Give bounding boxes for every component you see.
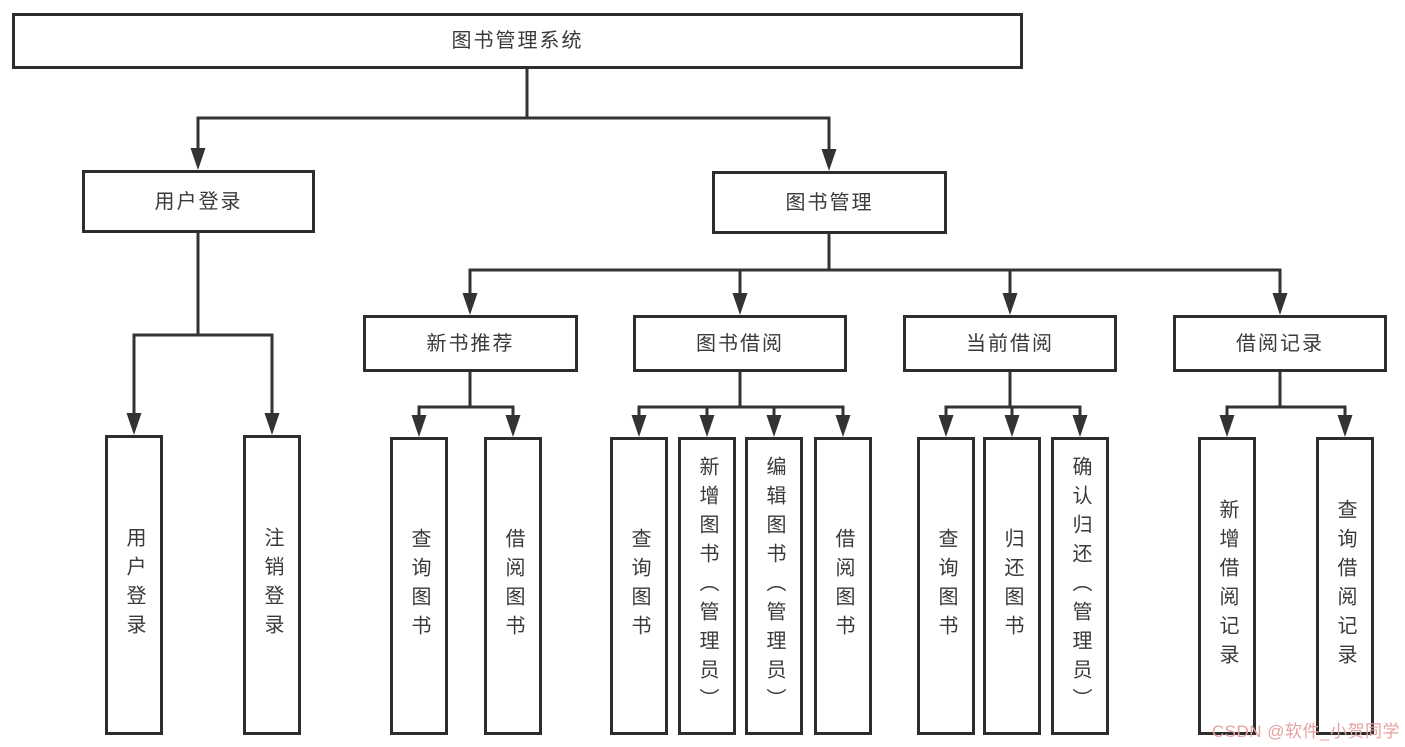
leaf-query-books-1: 查询图书 (390, 437, 448, 735)
leaf-label: 查询图书 (408, 528, 430, 644)
node-label: 当前借阅 (966, 332, 1054, 355)
node-label: 图书借阅 (696, 332, 784, 355)
node-label: 借阅记录 (1236, 332, 1324, 355)
node-label: 图书管理 (785, 191, 874, 214)
leaf-add-borrow-record: 新增借阅记录 (1198, 437, 1256, 735)
leaf-label: 借阅图书 (832, 528, 854, 644)
connector-root-to-level1 (190, 67, 837, 171)
leaf-borrow-books-1: 借阅图书 (484, 437, 542, 735)
node-current-borrow: 当前借阅 (903, 315, 1117, 372)
leaf-edit-book-admin: 编辑图书（管理员） (745, 437, 803, 735)
node-book-management: 图书管理 (712, 171, 947, 234)
node-label: 用户登录 (154, 190, 243, 213)
leaf-add-book-admin: 新增图书（管理员） (678, 437, 736, 735)
leaf-label: 新增图书（管理员） (696, 455, 718, 717)
leaf-label: 借阅图书 (502, 528, 524, 644)
leaf-confirm-return-admin: 确认归还（管理员） (1051, 437, 1109, 735)
connector-current-borrow-children (938, 370, 1088, 437)
leaf-query-borrow-record: 查询借阅记录 (1316, 437, 1374, 735)
leaf-label: 查询图书 (628, 528, 650, 644)
connector-book-management-children (462, 232, 1288, 315)
connector-user-login-children (126, 231, 280, 435)
node-library-management-system: 图书管理系统 (12, 13, 1023, 69)
leaf-return-book: 归还图书 (983, 437, 1041, 735)
node-new-book-recommend: 新书推荐 (363, 315, 578, 372)
leaf-borrow-books-2: 借阅图书 (814, 437, 872, 735)
leaf-logout: 注销登录 (243, 435, 301, 735)
leaf-label: 用户登录 (123, 527, 145, 643)
leaf-label: 查询借阅记录 (1334, 499, 1356, 673)
leaf-user-login: 用户登录 (105, 435, 163, 735)
node-book-borrow: 图书借阅 (633, 315, 847, 372)
leaf-label: 归还图书 (1001, 528, 1023, 644)
leaf-label: 查询图书 (935, 528, 957, 644)
leaf-query-books-2: 查询图书 (610, 437, 668, 735)
leaf-label: 确认归还（管理员） (1069, 455, 1091, 717)
connector-book-borrow-children (631, 370, 851, 437)
node-label: 新书推荐 (426, 332, 515, 355)
leaf-label: 编辑图书（管理员） (763, 455, 785, 717)
leaf-label: 新增借阅记录 (1216, 499, 1238, 673)
node-borrow-records: 借阅记录 (1173, 315, 1387, 372)
csdn-watermark: CSDN @软件_小贺同学 (1211, 722, 1400, 741)
leaf-query-books-3: 查询图书 (917, 437, 975, 735)
node-user-login: 用户登录 (82, 170, 315, 233)
connector-new-book-recommend-children (411, 370, 521, 437)
leaf-label: 注销登录 (261, 527, 283, 643)
connector-borrow-records-children (1219, 370, 1353, 437)
node-label: 图书管理系统 (451, 30, 584, 52)
